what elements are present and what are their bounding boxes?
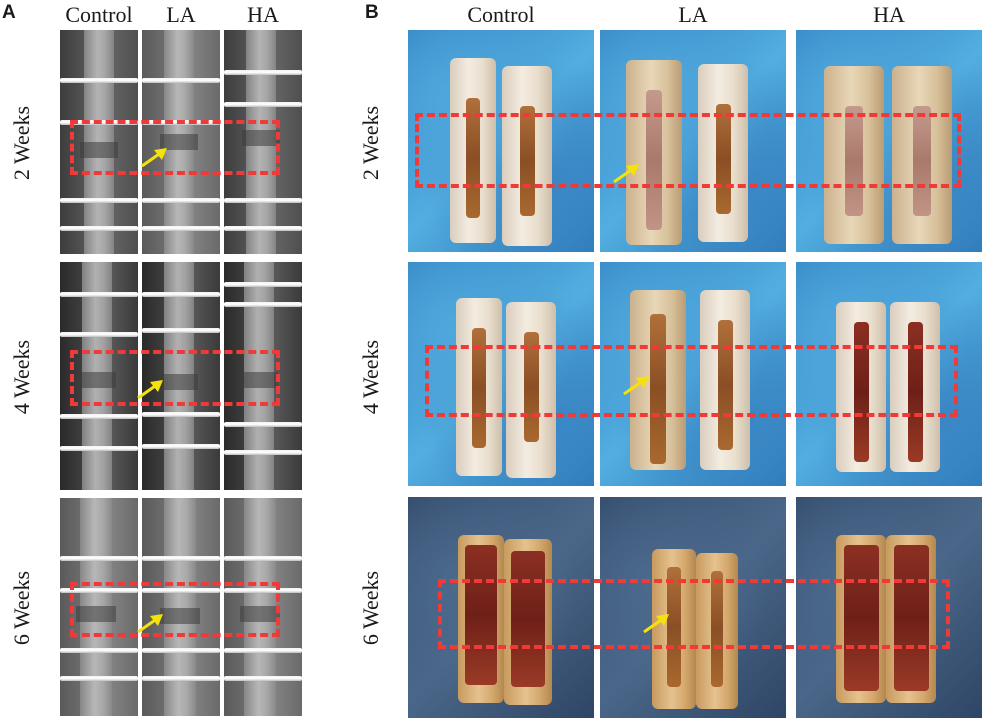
arrow-icon [137, 380, 163, 400]
row-label-2-weeks-a: 2 Weeks [9, 105, 34, 181]
roi-box-xray-4-weeks [70, 350, 280, 406]
arrow-icon [613, 164, 639, 184]
xray-la-6-weeks [142, 498, 220, 716]
column-header-la-a: LA [166, 2, 196, 27]
photo-control-6-weeks [408, 497, 594, 718]
panel-b-letter: B [365, 2, 379, 23]
roi-box-xray-6-weeks [70, 582, 280, 637]
row-label-6-weeks-a: 6 Weeks [9, 570, 34, 646]
row-label-4-weeks-b: 4 Weeks [358, 339, 383, 415]
arrow-icon [137, 614, 163, 634]
xray-ha-6-weeks [224, 498, 302, 716]
photo-la-2-weeks [600, 30, 786, 252]
xray-la-4-weeks [142, 262, 220, 490]
column-header-control-b: Control [467, 2, 535, 27]
column-header-ha-a: HA [247, 2, 279, 27]
row-label-4-weeks-a: 4 Weeks [9, 339, 34, 415]
roi-box-xray-2-weeks [70, 120, 280, 175]
xray-ha-4-weeks [224, 262, 302, 490]
arrow-icon [643, 614, 669, 634]
photo-ha-6-weeks [796, 497, 982, 718]
xray-ha-2-weeks [224, 30, 302, 254]
column-header-control-a: Control [65, 2, 133, 27]
arrow-icon [623, 376, 649, 396]
row-label-2-weeks-b: 2 Weeks [358, 105, 383, 181]
row-label-6-weeks-b: 6 Weeks [358, 570, 383, 646]
column-header-la-b: LA [678, 2, 708, 27]
photo-la-6-weeks [600, 497, 786, 718]
arrow-icon [141, 148, 167, 168]
roi-box-photo-2-weeks [415, 113, 961, 188]
photo-ha-4-weeks [796, 262, 982, 486]
roi-box-photo-4-weeks [425, 345, 958, 417]
photo-ha-2-weeks [796, 30, 982, 252]
photo-control-2-weeks [408, 30, 594, 252]
roi-box-photo-6-weeks [438, 579, 950, 649]
panel-a-letter: A [2, 2, 16, 23]
xray-la-2-weeks [142, 30, 220, 254]
column-header-ha-b: HA [873, 2, 905, 27]
